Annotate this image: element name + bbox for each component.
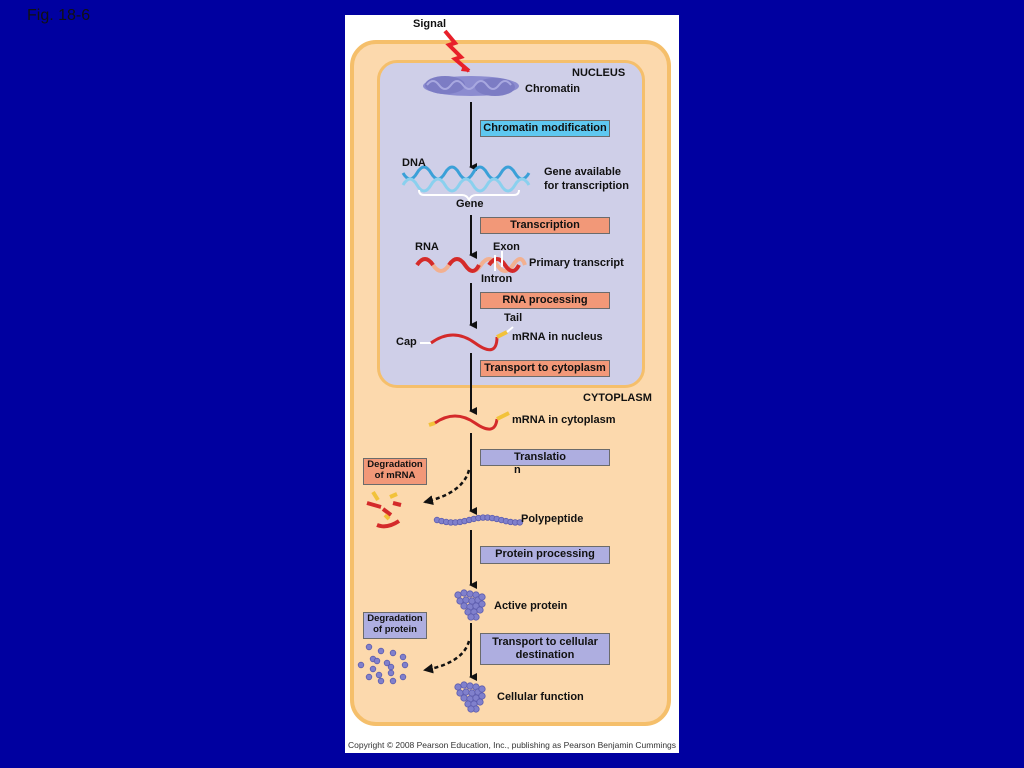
arrow-degradation-mrna (423, 469, 471, 506)
bead (467, 705, 475, 713)
bead (377, 677, 385, 685)
step-translation: Translatio n (480, 449, 610, 476)
step-chromatin-modification-label: Chromatin modification (483, 122, 607, 134)
step-transcription-label: Transcription (510, 219, 580, 231)
mrna-cytoplasm-icon (428, 411, 510, 431)
label-gene: Gene (456, 198, 484, 210)
step-transport-cellular: Transport to cellular destination (480, 633, 610, 665)
signal-lightning-icon (443, 29, 471, 73)
label-tail: Tail (504, 312, 523, 324)
bead (375, 671, 383, 679)
cellular-function-icon (454, 681, 486, 713)
bead (476, 698, 484, 706)
bead (401, 661, 409, 669)
label-cap: Cap (396, 336, 417, 348)
copyright-notice: Copyright © 2008 Pearson Education, Inc.… (348, 740, 677, 750)
step-translation-label-wrap: n (514, 463, 521, 476)
bead (478, 593, 486, 601)
active-protein-icon (454, 589, 486, 621)
bead (454, 591, 462, 599)
step-transport-cellular-label-2: destination (515, 648, 575, 661)
mrna-nucleus-icon (420, 326, 514, 352)
label-mrna-cytoplasm: mRNA in cytoplasm (512, 414, 616, 426)
degraded-protein-icon (357, 643, 409, 685)
chromatin-icon (423, 76, 519, 96)
step-transport-cellular-label: Transport to cellular (492, 636, 598, 648)
bead (389, 649, 397, 657)
bead (466, 590, 474, 598)
bead (466, 682, 474, 690)
bead (460, 602, 468, 610)
step-degradation-protein: Degradation of protein (363, 612, 427, 639)
diagram-graphics (357, 29, 531, 713)
label-mrna-nucleus: mRNA in nucleus (512, 331, 603, 343)
step-rna-processing: RNA processing (480, 292, 610, 309)
gene-bracket (418, 189, 520, 203)
step-degradation-mrna-label-2: of mRNA (374, 469, 416, 481)
label-intron: Intron (481, 273, 513, 285)
bead (462, 596, 470, 604)
label-polypeptide: Polypeptide (521, 513, 584, 525)
label-for-transcription: for transcription (544, 180, 629, 192)
step-degradation-protein-label-2: of protein (373, 623, 417, 635)
figure-panel: Signal NUCLEUS Chromatin DNA Gene availa… (345, 15, 679, 753)
bead (467, 613, 475, 621)
label-primary-transcript: Primary transcript (529, 257, 624, 269)
bead (460, 681, 468, 689)
step-protein-processing-label: Protein processing (495, 548, 595, 560)
label-cellular-function: Cellular function (497, 691, 584, 703)
step-protein-processing: Protein processing (480, 546, 610, 564)
bead (478, 685, 486, 693)
degraded-mrna-icon (366, 490, 402, 529)
bead (476, 606, 484, 614)
bead (373, 657, 381, 665)
bead (462, 688, 470, 696)
step-degradation-mrna-label: Degradation (367, 459, 423, 470)
bead (369, 665, 377, 673)
bead (460, 589, 468, 597)
step-translation-label: Translatio (514, 451, 566, 463)
bead (399, 653, 407, 661)
label-dna: DNA (402, 157, 426, 169)
bead (478, 692, 486, 700)
step-transcription: Transcription (480, 217, 610, 234)
bead (516, 519, 523, 526)
bead (387, 663, 395, 671)
label-rna: RNA (415, 241, 439, 253)
label-nucleus: NUCLEUS (572, 67, 626, 79)
bead (387, 669, 395, 677)
step-degradation-protein-label: Degradation (367, 613, 423, 624)
step-rna-processing-label: RNA processing (502, 294, 588, 306)
arrow-degradation-protein (423, 640, 471, 674)
step-degradation-mrna: Degradation of mRNA (363, 458, 427, 485)
step-chromatin-modification: Chromatin modification (480, 120, 610, 137)
label-cytoplasm: CYTOPLASM (583, 392, 652, 404)
bead (478, 600, 486, 608)
bead (365, 643, 373, 651)
bead (460, 694, 468, 702)
label-gene-available: Gene available (544, 166, 622, 178)
bead (357, 661, 365, 669)
step-transport-cytoplasm-label: Transport to cytoplasm (484, 362, 606, 374)
bead (454, 683, 462, 691)
bead (377, 647, 385, 655)
label-chromatin: Chromatin (525, 83, 580, 95)
primary-transcript-icon (415, 251, 527, 273)
label-signal: Signal (413, 18, 447, 30)
figure-label: Fig. 18-6 (27, 7, 91, 24)
label-exon: Exon (493, 241, 520, 253)
polypeptide-icon (433, 514, 523, 526)
bead (365, 673, 373, 681)
bead (399, 673, 407, 681)
bead (389, 677, 397, 685)
step-transport-cytoplasm: Transport to cytoplasm (480, 360, 610, 377)
dna-helix-icon (401, 165, 531, 203)
label-active-protein: Active protein (494, 600, 568, 612)
bead (383, 659, 391, 667)
